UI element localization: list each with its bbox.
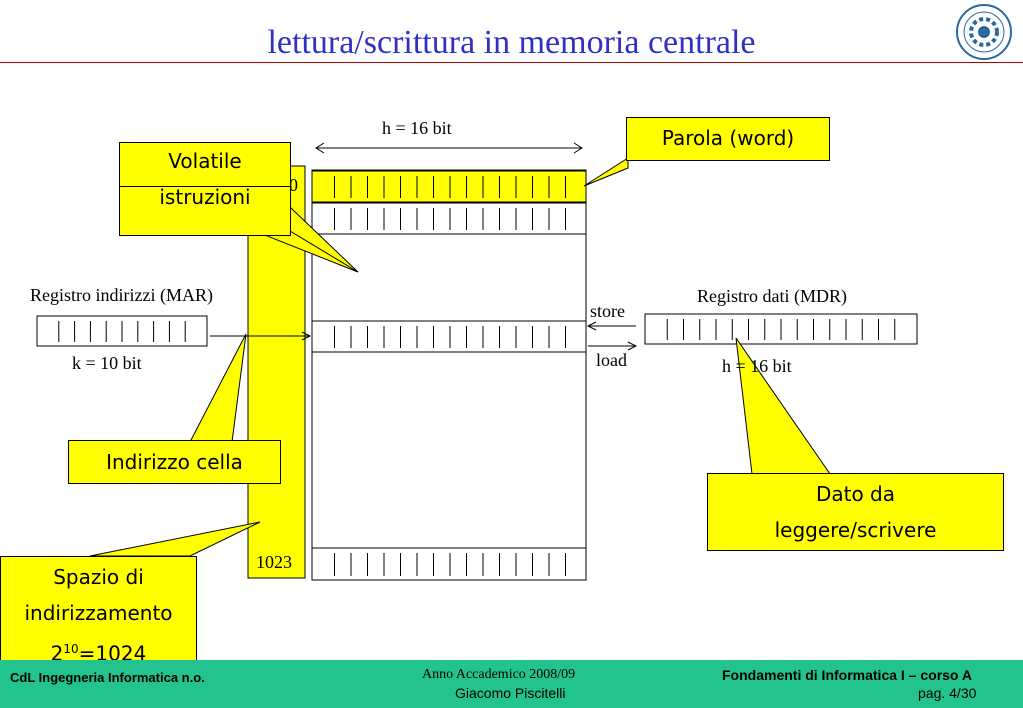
volatile-callout-line1: Volatile xyxy=(168,149,242,173)
last-address-label: 1023 xyxy=(256,552,292,572)
mar-label: Registro indirizzi (MAR) xyxy=(30,285,213,305)
cell-address-callout: Indirizzo cella xyxy=(68,440,281,484)
store-label: store xyxy=(590,301,625,321)
word-cell-middle xyxy=(311,320,587,353)
word-callout-pointer xyxy=(583,157,629,187)
bit-ticks-mar xyxy=(58,321,186,342)
bit-ticks-row-0 xyxy=(334,176,566,198)
mar-width-label: k = 10 bit xyxy=(72,353,142,373)
volatile-callout-line2: istruzioni xyxy=(159,185,251,209)
word-callout-text: Parola (word) xyxy=(661,126,795,150)
data-callout: Dato da leggere/scrivere xyxy=(707,473,1004,551)
cell-address-callout-pointer xyxy=(189,333,247,443)
footer-subject: Fondamenti di Informatica I – corso A xyxy=(722,667,972,683)
volatile-callout: Volatile istruzioni xyxy=(119,142,291,236)
footer-course: CdL Ingegneria Informatica n.o. xyxy=(10,670,205,685)
first-address-label: 0 xyxy=(289,175,298,195)
word-callout: Parola (word) xyxy=(626,117,830,161)
cell-address-callout-text: Indirizzo cella xyxy=(106,450,243,474)
space-callout-line1: Spazio di xyxy=(53,565,144,589)
bit-ticks-row-1 xyxy=(334,208,566,230)
bit-ticks-mdr xyxy=(666,319,896,340)
footer-author: Giacomo Piscitelli xyxy=(455,685,566,701)
data-callout-line1: Dato da xyxy=(815,482,896,506)
volatile-callout-divider xyxy=(119,186,291,187)
bit-ticks-row-middle xyxy=(334,326,566,348)
slide-title: lettura/scrittura in memoria centrale xyxy=(267,24,756,61)
word-cell-last xyxy=(311,547,587,581)
word-cell-0 xyxy=(311,170,587,203)
footer-bar xyxy=(0,660,1023,708)
title-rule xyxy=(0,62,1023,63)
space-callout-line2: indirizzamento xyxy=(24,601,173,625)
university-seal-logo xyxy=(956,4,1012,60)
memory-block xyxy=(311,169,587,581)
mdr-label: Registro dati (MDR) xyxy=(697,286,847,306)
word-cell-1 xyxy=(311,202,587,235)
word-width-label: h = 16 bit xyxy=(382,118,452,138)
address-space-callout: Spazio di indirizzamento 210=1024 xyxy=(0,556,197,670)
footer-year: Anno Accademico 2008/09 xyxy=(422,667,576,682)
footer-page: pag. 4/30 xyxy=(918,685,977,701)
bit-ticks-row-last xyxy=(334,553,566,576)
load-label: load xyxy=(596,350,627,370)
space-callout-pointer xyxy=(89,521,261,557)
mdr-width-label: h = 16 bit xyxy=(722,356,792,376)
data-callout-line2: leggere/scrivere xyxy=(774,518,937,542)
